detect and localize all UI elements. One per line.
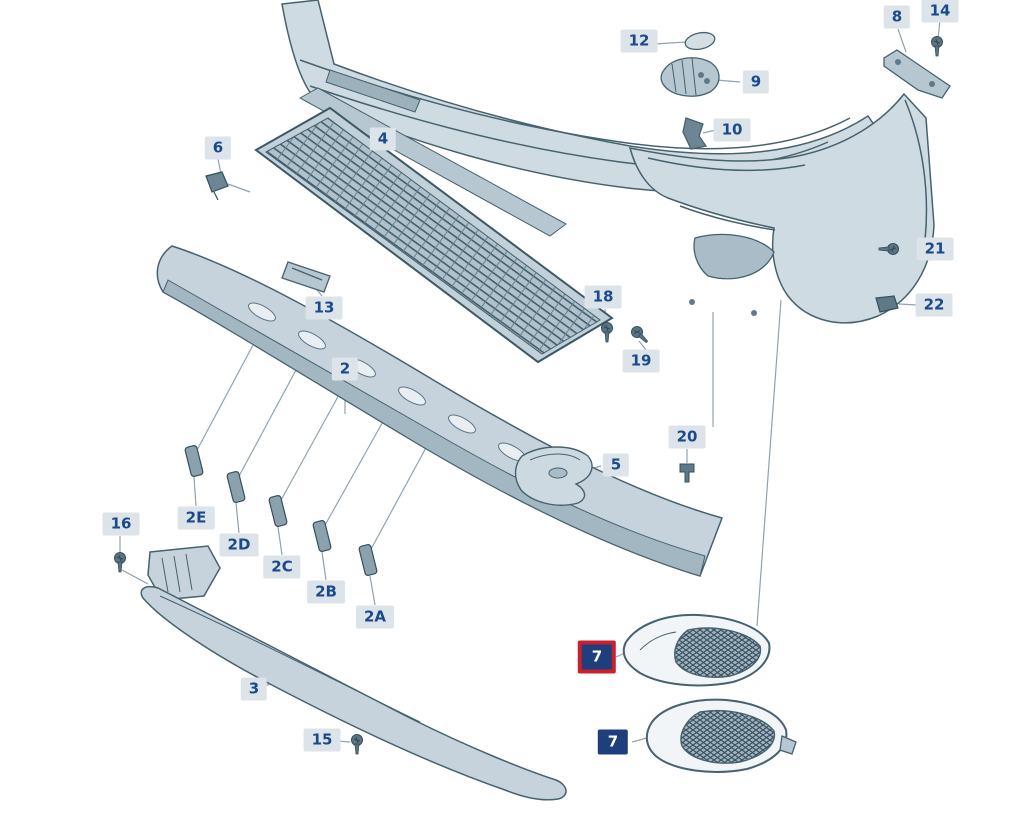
part-fog-grille-upper xyxy=(622,613,771,687)
part-clip-22 xyxy=(875,295,899,313)
callout-5[interactable]: 5 xyxy=(602,453,630,477)
callout-2E[interactable]: 2E xyxy=(177,506,215,530)
part-spoiler-strip xyxy=(140,545,567,801)
callout-7-selected[interactable]: 7 xyxy=(577,640,617,674)
part-mounting-strip-8 xyxy=(883,49,951,99)
callout-4[interactable]: 4 xyxy=(369,127,397,151)
callout-14[interactable]: 14 xyxy=(921,0,959,23)
part-fog-grille-lower xyxy=(645,698,797,773)
callout-19[interactable]: 19 xyxy=(622,349,660,373)
callout-18[interactable]: 18 xyxy=(584,285,622,309)
part-center-grille xyxy=(254,106,614,364)
callout-16[interactable]: 16 xyxy=(102,512,140,536)
callout-2B[interactable]: 2B xyxy=(307,580,345,604)
callout-7-highlight[interactable]: 7 xyxy=(597,729,629,755)
callout-2C[interactable]: 2C xyxy=(263,555,301,579)
part-bracket-13 xyxy=(281,261,331,293)
part-headlamp-washer xyxy=(660,31,720,150)
part-screw-18 xyxy=(601,322,613,343)
part-clip-20 xyxy=(679,463,695,483)
callout-12[interactable]: 12 xyxy=(620,29,658,53)
part-clips-2a-2e xyxy=(184,445,378,576)
callout-22[interactable]: 22 xyxy=(915,293,953,317)
callout-20[interactable]: 20 xyxy=(668,425,706,449)
callout-6[interactable]: 6 xyxy=(204,136,232,160)
part-upper-bumper-cover xyxy=(281,0,888,237)
callout-21[interactable]: 21 xyxy=(916,237,954,261)
part-air-duct-5 xyxy=(514,446,593,506)
part-lower-support-beam xyxy=(156,245,723,577)
callout-9[interactable]: 9 xyxy=(742,70,770,94)
part-screw-15 xyxy=(351,734,363,755)
callout-15[interactable]: 15 xyxy=(303,728,341,752)
callout-8[interactable]: 8 xyxy=(883,5,911,29)
callout-3[interactable]: 3 xyxy=(240,677,268,701)
part-screw-14 xyxy=(931,36,943,57)
callout-10[interactable]: 10 xyxy=(713,118,751,142)
callout-2A[interactable]: 2A xyxy=(355,605,395,629)
part-bumper-corner-right xyxy=(628,92,935,324)
callout-13[interactable]: 13 xyxy=(305,296,343,320)
callout-2[interactable]: 2 xyxy=(331,357,359,381)
part-screw-16 xyxy=(114,552,126,573)
callout-2D[interactable]: 2D xyxy=(219,533,259,557)
part-clip-6 xyxy=(205,171,229,201)
